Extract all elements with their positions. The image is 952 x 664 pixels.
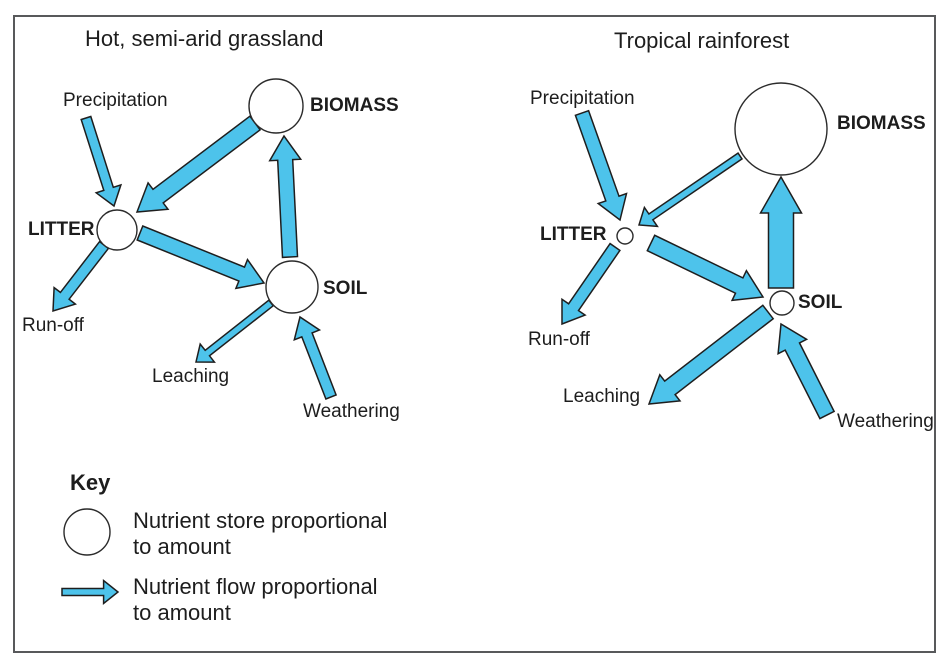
grassland-soil-store-circle	[265, 260, 319, 314]
grassland-litter-to-soil-flow-arrow	[136, 225, 266, 290]
grassland-run-off-flow-arrow	[52, 240, 110, 313]
rainforest-precipitation-flow-arrow	[574, 109, 628, 222]
grassland-weathering-flow-arrow	[293, 315, 338, 400]
grassland-soil-to-biomass-flow-arrow	[268, 134, 303, 259]
rainforest-biomass-to-litter-flow-arrow	[638, 152, 744, 228]
rainforest-soil-to-biomass-flow-arrow	[759, 175, 803, 289]
legend-store-circle	[63, 508, 111, 556]
rainforest-leaching-flow-arrow	[647, 304, 775, 405]
rainforest-litter-store-circle	[616, 227, 634, 245]
rainforest-biomass-store-circle	[734, 82, 828, 176]
grassland-leaching-flow-arrow	[195, 299, 275, 363]
grassland-precipitation-flow-arrow	[80, 115, 123, 208]
rainforest-litter-to-soil-flow-arrow	[646, 234, 765, 302]
grassland-biomass-store-circle	[248, 78, 304, 134]
grassland-litter-store-circle	[96, 209, 138, 251]
rainforest-run-off-flow-arrow	[561, 242, 621, 326]
legend-flow-arrow	[61, 578, 120, 606]
grassland-biomass-to-litter-flow-arrow	[135, 115, 262, 213]
rainforest-soil-store-circle	[769, 290, 795, 316]
rainforest-weathering-flow-arrow	[777, 322, 836, 420]
